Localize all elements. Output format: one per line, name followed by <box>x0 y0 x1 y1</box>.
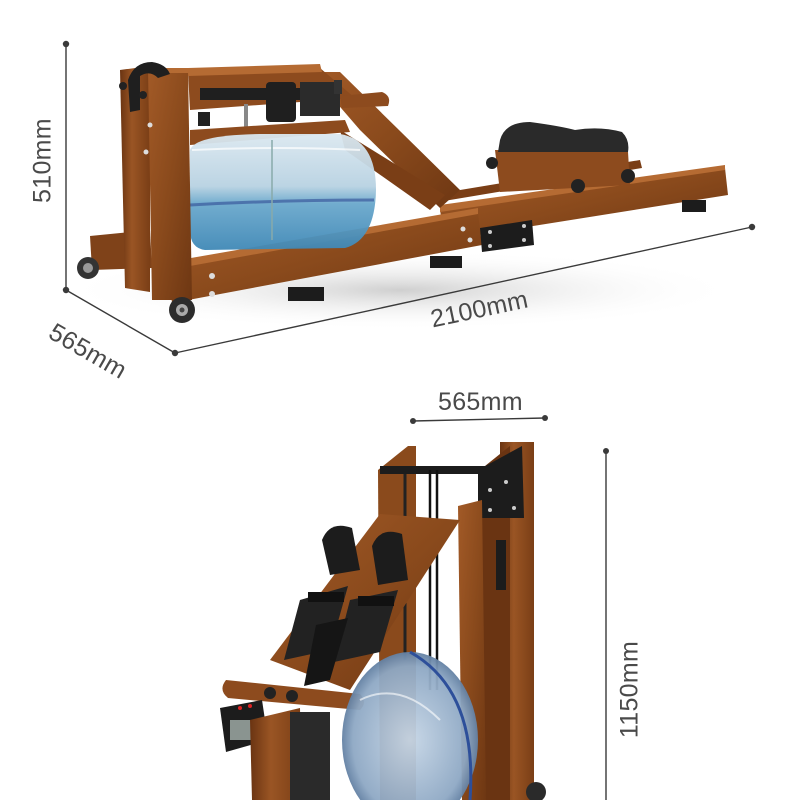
rowing-machine-side-view <box>60 62 740 330</box>
dimension-lines-stored <box>410 415 609 800</box>
width-label-stored: 565mm <box>438 388 523 416</box>
height-label-in-use: 510mm <box>28 118 57 203</box>
height-label-stored: 1150mm <box>615 640 644 739</box>
rowing-machine-upright-view <box>220 442 546 800</box>
dimension-lines-in-use <box>62 40 756 357</box>
